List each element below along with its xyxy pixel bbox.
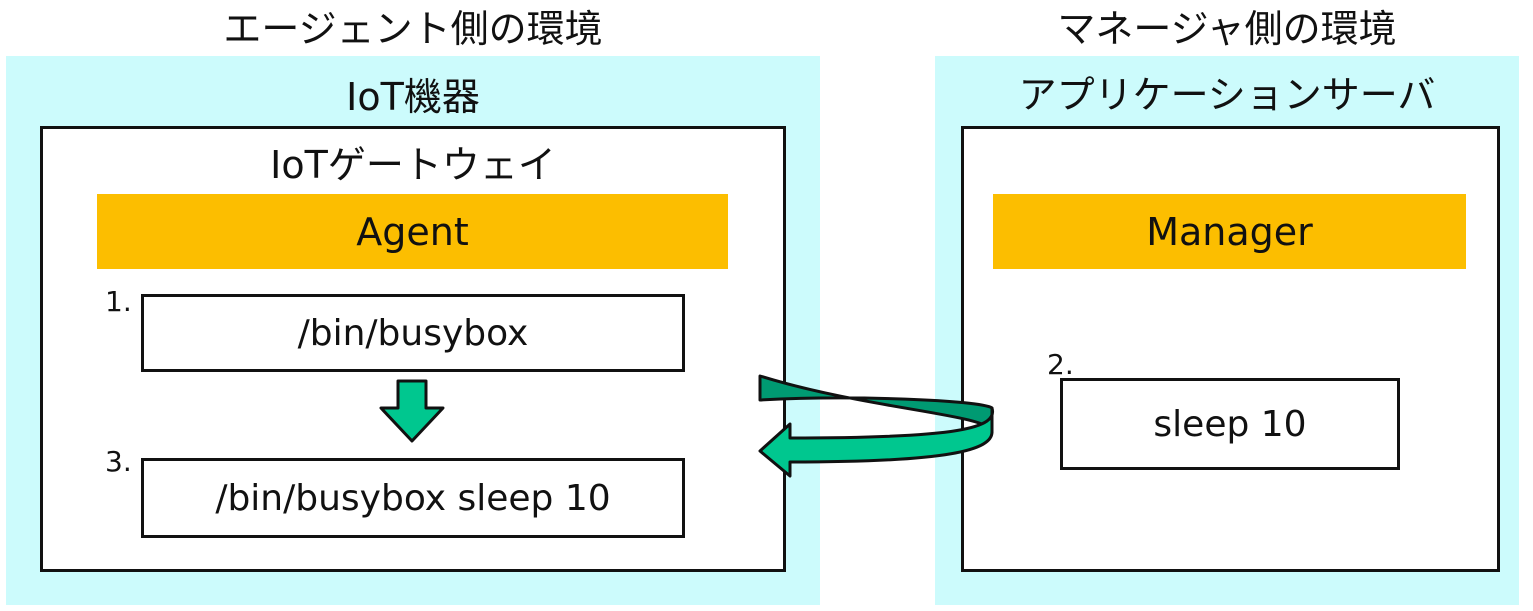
iot-device-label: IoT機器 bbox=[346, 75, 480, 119]
manager-env-heading: マネージャ側の環境 bbox=[1057, 7, 1397, 51]
application-server-label: アプリケーションサーバ bbox=[1018, 73, 1436, 117]
step-2-number: 2. bbox=[1047, 348, 1074, 381]
iot-gateway-label: IoTゲートウェイ bbox=[270, 143, 556, 187]
curved-return-arrow-icon bbox=[758, 374, 995, 478]
step-1-command: /bin/busybox bbox=[141, 294, 685, 372]
step-2-command: sleep 10 bbox=[1060, 378, 1400, 470]
step-1-number: 1. bbox=[105, 285, 132, 318]
agent-env-heading: エージェント側の環境 bbox=[223, 7, 603, 51]
down-arrow-icon bbox=[379, 379, 445, 443]
manager-bar: Manager bbox=[993, 194, 1466, 269]
agent-bar: Agent bbox=[97, 194, 728, 269]
step-3-number: 3. bbox=[105, 445, 132, 478]
step-3-command: /bin/busybox sleep 10 bbox=[141, 458, 685, 538]
